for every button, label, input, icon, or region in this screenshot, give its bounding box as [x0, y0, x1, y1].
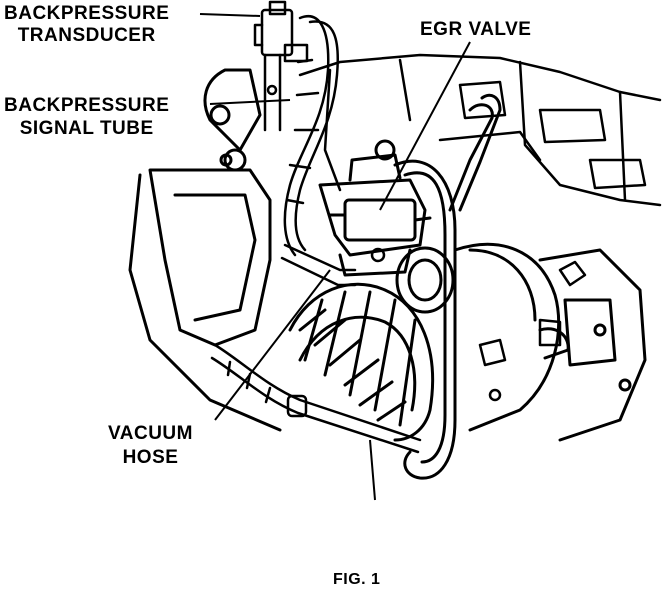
leader-backpressure-signal-tube — [209, 99, 291, 105]
vacuum-tube-loop — [393, 93, 502, 480]
intake-boot — [288, 282, 435, 442]
label-backpressure-signal-tube: BACKPRESSURE SIGNAL TUBE — [4, 95, 170, 139]
label-vacuum-hose: VACUUM HOSE — [108, 423, 193, 468]
turbocharger — [395, 242, 647, 442]
leader-bottom — [369, 439, 376, 501]
leader-backpressure-transducer — [199, 13, 261, 17]
label-egr-valve: EGR VALVE — [420, 19, 532, 40]
leader-lines — [199, 13, 471, 501]
backpressure-signal-tube — [280, 15, 357, 287]
backpressure-transducer — [253, 0, 309, 132]
egr-valve — [318, 139, 432, 277]
figure-caption: FIG. 1 — [333, 571, 381, 588]
engine-block — [128, 68, 282, 432]
leader-egr-valve — [379, 41, 471, 211]
fittings — [370, 247, 587, 402]
intake-manifold — [298, 53, 662, 207]
leader-vacuum-hose — [214, 269, 331, 421]
vacuum-hose — [210, 343, 422, 454]
label-backpressure-transducer: BACKPRESSURE TRANSDUCER — [4, 3, 170, 46]
